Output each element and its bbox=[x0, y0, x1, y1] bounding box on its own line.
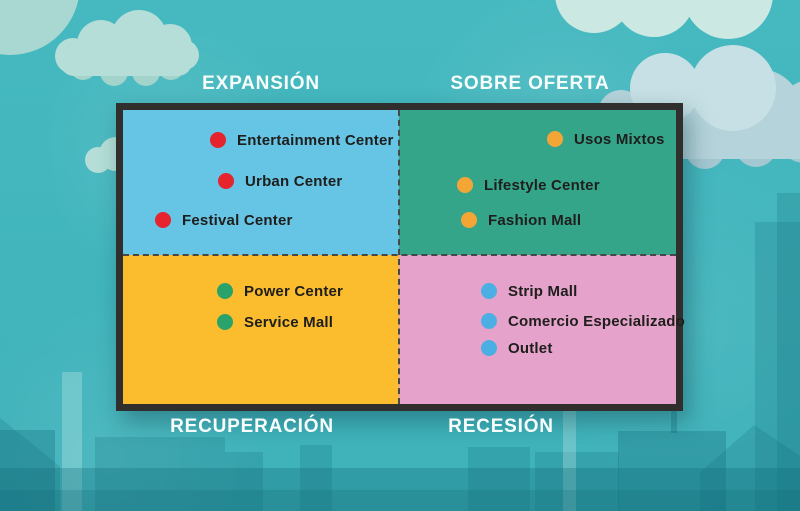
dot-icon bbox=[461, 212, 477, 228]
antenna bbox=[671, 403, 677, 433]
matrix-item: Urban Center bbox=[218, 170, 342, 192]
dot-icon bbox=[217, 283, 233, 299]
item-label: Usos Mixtos bbox=[574, 130, 665, 148]
item-label: Urban Center bbox=[245, 172, 343, 190]
item-label: Festival Center bbox=[182, 211, 293, 229]
quadrant-title-sobre-oferta: SOBRE OFERTA bbox=[450, 73, 610, 94]
matrix-grid: Entertainment Center Urban Center Festiv… bbox=[123, 110, 685, 404]
quadrant-expansion bbox=[123, 110, 399, 255]
building bbox=[535, 452, 619, 511]
building bbox=[225, 452, 263, 511]
item-label: Outlet bbox=[508, 339, 553, 357]
skyscraper bbox=[755, 222, 800, 511]
quadrant-title-recesion: RECESIÓN bbox=[448, 416, 554, 437]
dot-icon bbox=[210, 132, 226, 148]
matrix-frame: Entertainment Center Urban Center Festiv… bbox=[116, 103, 685, 411]
building bbox=[300, 445, 332, 511]
quadrant-title-recuperacion: RECUPERACIÓN bbox=[170, 416, 334, 437]
building bbox=[468, 447, 530, 511]
dot-icon bbox=[218, 173, 234, 189]
quadrant-sobre-oferta bbox=[399, 110, 676, 255]
building bbox=[0, 430, 55, 511]
matrix-item: Fashion Mall bbox=[461, 209, 581, 231]
dot-icon bbox=[481, 283, 497, 299]
item-label: Fashion Mall bbox=[488, 211, 582, 229]
light-beam bbox=[62, 372, 82, 511]
building bbox=[95, 437, 225, 511]
divider-vertical bbox=[398, 110, 400, 404]
ground-strip bbox=[0, 468, 800, 511]
dot-icon bbox=[457, 177, 473, 193]
item-label: Comercio Especializado bbox=[508, 312, 685, 330]
cloud-right bbox=[590, 45, 800, 175]
ground-strip bbox=[0, 490, 800, 511]
matrix-item: Lifestyle Center bbox=[457, 174, 600, 196]
matrix-item: Power Center bbox=[217, 280, 343, 302]
matrix-item: Usos Mixtos bbox=[547, 128, 665, 150]
matrix-item: Strip Mall bbox=[481, 280, 578, 302]
matrix-item: Comercio Especializado bbox=[481, 310, 685, 332]
cloud-top-left bbox=[55, 10, 205, 86]
building bbox=[618, 431, 726, 511]
item-label: Power Center bbox=[244, 282, 344, 300]
skyscraper bbox=[777, 193, 800, 511]
dot-icon bbox=[547, 131, 563, 147]
dot-icon bbox=[155, 212, 171, 228]
divider-horizontal bbox=[123, 254, 676, 256]
item-label: Service Mall bbox=[244, 313, 334, 331]
item-label: Lifestyle Center bbox=[484, 176, 600, 194]
quadrant-title-expansion: EXPANSIÓN bbox=[202, 73, 320, 94]
item-label: Entertainment Center bbox=[237, 131, 394, 149]
quadrant-recuperacion bbox=[123, 255, 399, 404]
matrix-item: Outlet bbox=[481, 337, 553, 359]
quadrant-recesion bbox=[399, 255, 676, 404]
matrix-item: Festival Center bbox=[155, 209, 293, 231]
dot-icon bbox=[481, 313, 497, 329]
item-label: Strip Mall bbox=[508, 282, 578, 300]
matrix-item: Entertainment Center bbox=[210, 129, 394, 151]
dot-icon bbox=[481, 340, 497, 356]
dot-icon bbox=[217, 314, 233, 330]
cloud-top-center bbox=[555, 0, 785, 39]
matrix-item: Service Mall bbox=[217, 311, 333, 333]
light-beam bbox=[563, 383, 576, 511]
